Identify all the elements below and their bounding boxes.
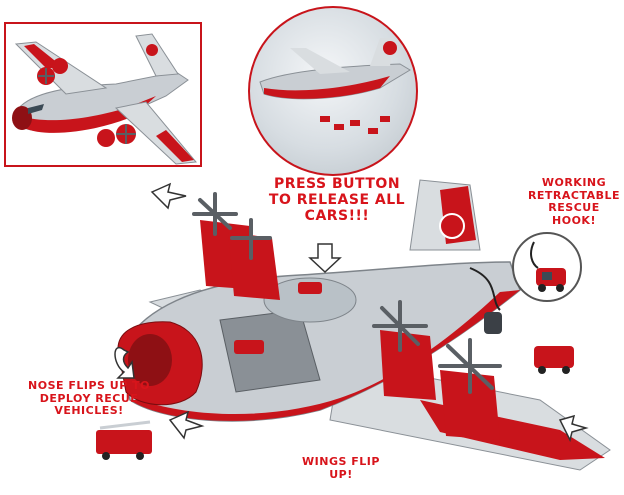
rescue-hook-image — [512, 232, 582, 302]
nose-callout: NOSE FLIPS UP TO DEPLOY RECUE VEHICLES! — [28, 379, 150, 418]
plane-overview-image — [4, 22, 202, 167]
press-button-callout: PRESS BUTTON TO RELEASE ALL CARS!!! — [268, 176, 406, 225]
wings-callout: WINGS FLIP UP! — [302, 455, 380, 481]
plane-flight-graphic — [259, 38, 411, 134]
plane-flight-release-image — [248, 6, 418, 176]
plane-overview-graphic — [12, 33, 197, 165]
hook-callout: WORKING RETRACTABLE RESCUE HOOK! — [527, 176, 621, 227]
hook-detail-graphic — [530, 241, 566, 292]
